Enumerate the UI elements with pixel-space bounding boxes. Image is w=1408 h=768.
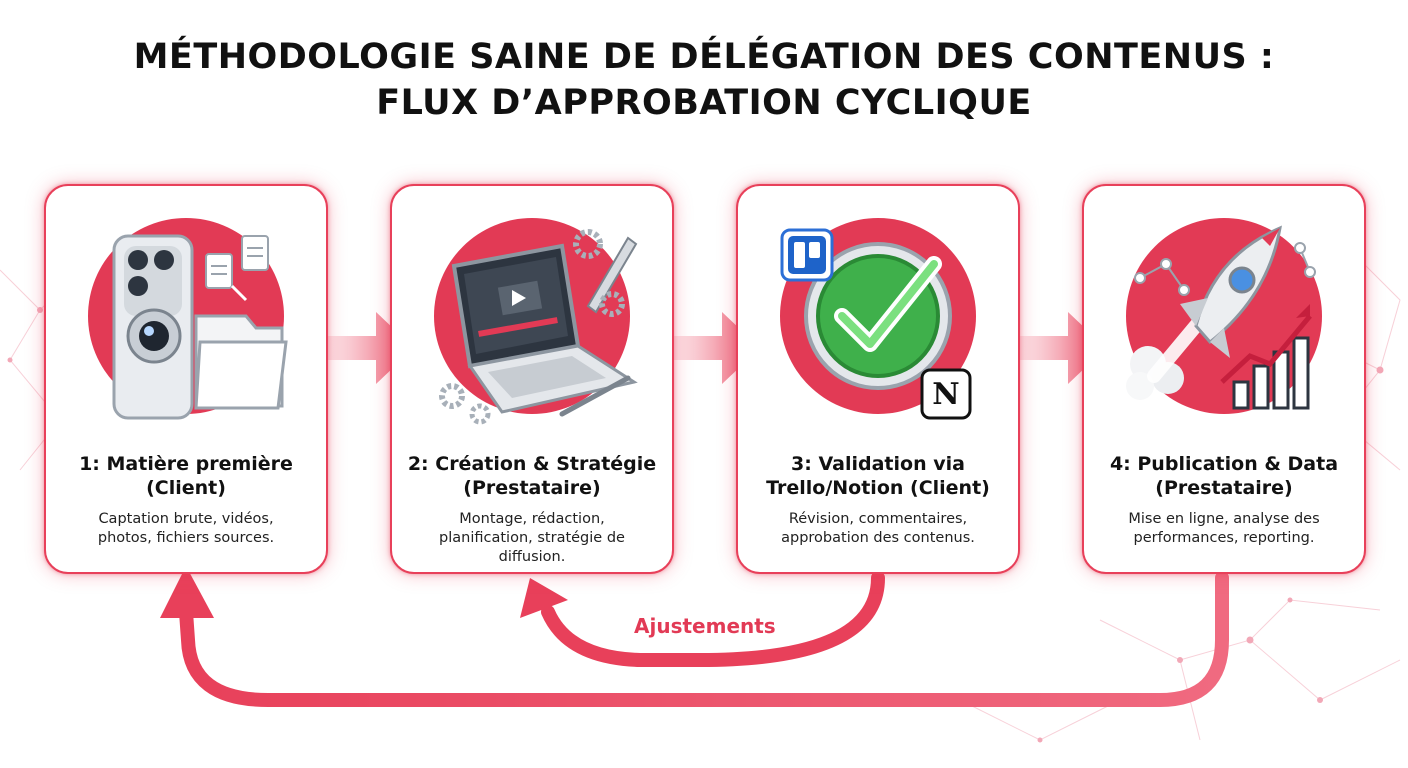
step-4-title: 4: Publication & Data (Prestataire) (1092, 452, 1356, 500)
step-2-description: Montage, rédaction, planification, strat… (406, 510, 658, 567)
step-2-desc-line-3: diffusion. (498, 549, 566, 565)
step-2-title-line-1: 2: Création & Stratégie (407, 453, 657, 475)
step-card-3: N 3: Validation via Trello/Notion (Clien… (736, 184, 1020, 574)
title-line-1: MÉTHODOLOGIE SAINE DE DÉLÉGATION DES CON… (133, 37, 1275, 77)
step-2-title: 2: Création & Stratégie (Prestataire) (400, 452, 664, 500)
svg-text:N: N (932, 377, 959, 412)
step-1-title: 1: Matière première (Client) (54, 452, 318, 500)
step-1-title-line-2: (Client) (146, 477, 226, 499)
step-3-title-line-1: 3: Validation via (791, 453, 965, 475)
step-1-desc-line-1: Captation brute, vidéos, (98, 511, 274, 527)
step-3-title-line-2: Trello/Notion (Client) (766, 477, 990, 499)
step-card-4: 4: Publication & Data (Prestataire) Mise… (1082, 184, 1366, 574)
step-card-2: 2: Création & Stratégie (Prestataire) Mo… (390, 184, 674, 574)
step-3-description: Révision, commentaires, approbation des … (752, 510, 1004, 548)
feedback-label: Ajustements (634, 614, 776, 638)
notion-icon: N (920, 368, 972, 420)
step-4-title-line-2: (Prestataire) (1155, 477, 1293, 499)
rocket-chart-icon (1126, 225, 1316, 410)
step-1-description: Captation brute, vidéos, photos, fichier… (60, 510, 312, 548)
step-2-title-line-2: (Prestataire) (463, 477, 601, 499)
laptop-editing-icon (439, 229, 638, 425)
step-4-title-line-1: 4: Publication & Data (1109, 453, 1339, 475)
step-3-desc-line-2: approbation des contenus. (781, 530, 975, 546)
step-2-desc-line-1: Montage, rédaction, (459, 511, 605, 527)
step-2-desc-line-2: planification, stratégie de (439, 530, 625, 546)
step-4-description: Mise en ligne, analyse des performances,… (1098, 510, 1350, 548)
page-title: MÉTHODOLOGIE SAINE DE DÉLÉGATION DES CON… (0, 34, 1408, 126)
step-1-desc-line-2: photos, fichiers sources. (97, 530, 275, 546)
step-1-title-line-1: 1: Matière première (79, 453, 293, 475)
step-4-desc-line-2: performances, reporting. (1133, 530, 1315, 546)
checkmark-icon: N (780, 228, 972, 420)
trello-icon (780, 228, 834, 282)
step-3-desc-line-1: Révision, commentaires, (788, 511, 968, 527)
step-4-desc-line-1: Mise en ligne, analyse des (1128, 511, 1320, 527)
smartphone-folder-icon (112, 234, 288, 420)
title-line-2: FLUX D’APPROBATION CYCLIQUE (376, 83, 1032, 123)
step-3-title: 3: Validation via Trello/Notion (Client) (746, 452, 1010, 500)
step-card-1: 1: Matière première (Client) Captation b… (44, 184, 328, 574)
